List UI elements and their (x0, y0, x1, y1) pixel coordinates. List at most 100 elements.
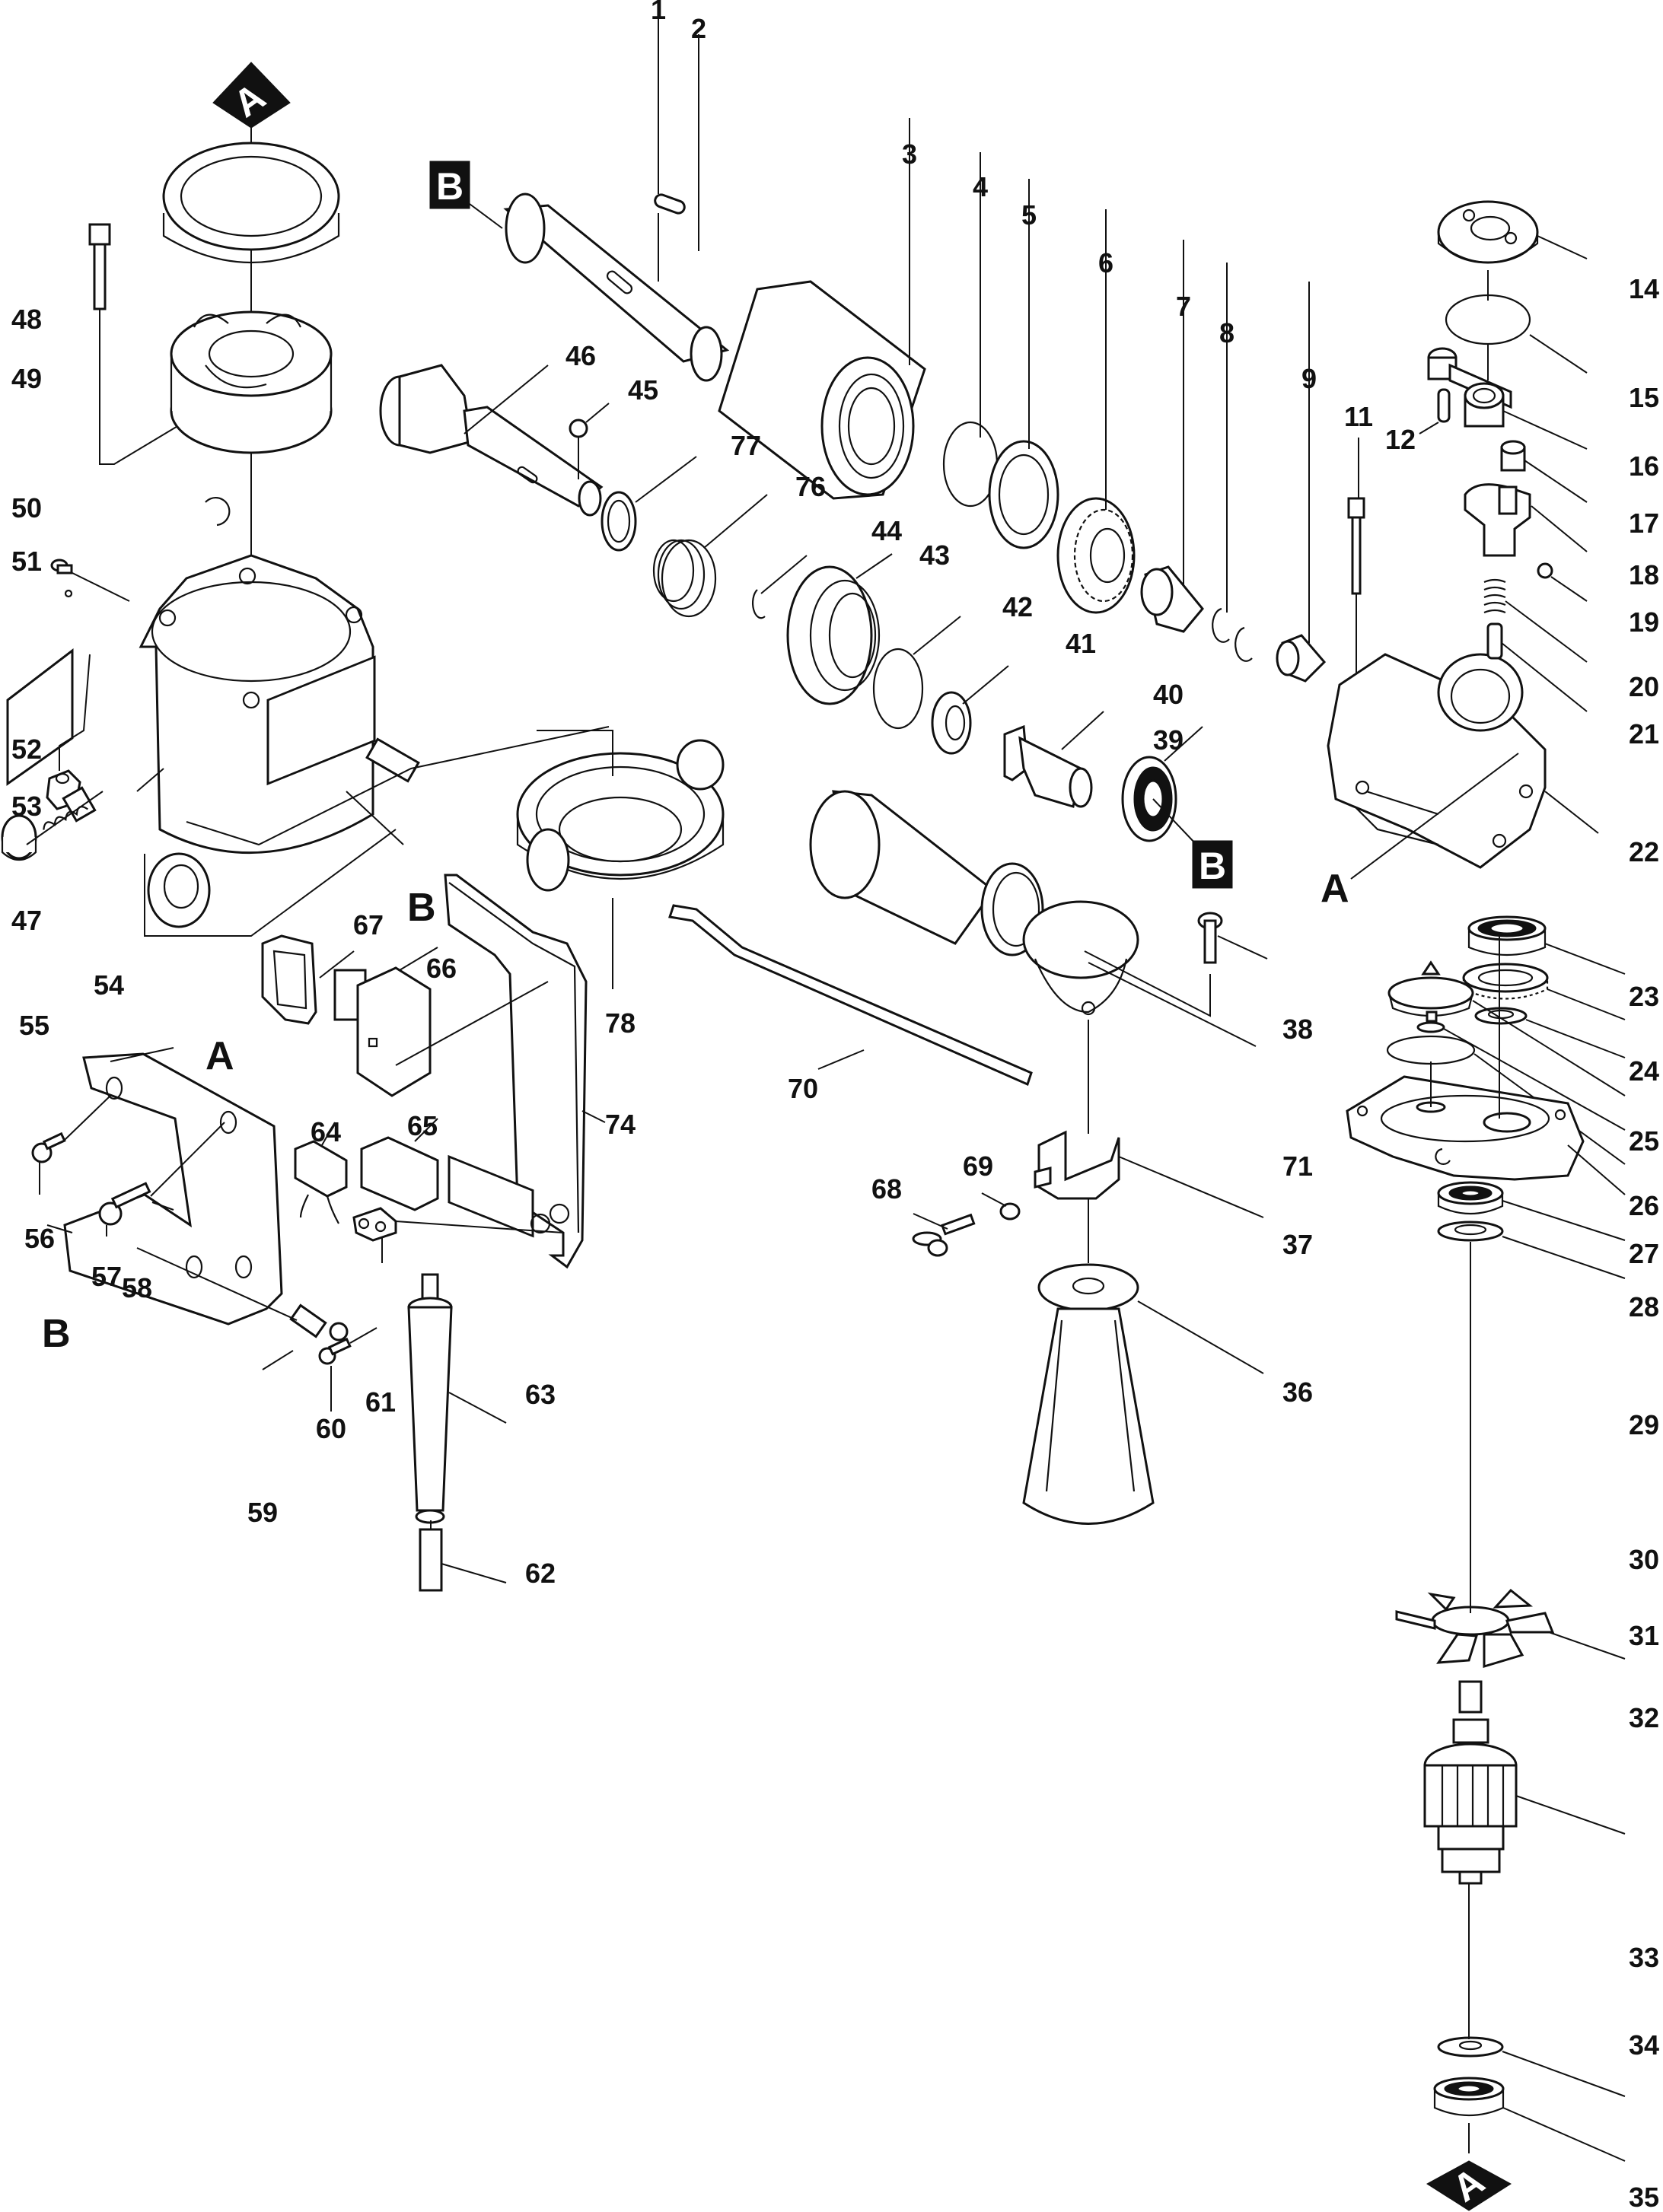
part-16-crank[interactable] (1427, 347, 1512, 428)
callout-37: 37 (1282, 1229, 1313, 1260)
part-56-screw[interactable] (31, 1131, 66, 1163)
part-29-bearing-box[interactable] (1346, 1075, 1585, 1181)
part-47-motor-housing[interactable] (139, 554, 376, 928)
part-49-tapping-screw[interactable] (88, 223, 111, 310)
part-70-depth-gauge[interactable] (668, 904, 1033, 1087)
callout-69: 69 (963, 1151, 993, 1182)
callout-22: 22 (1629, 836, 1659, 867)
part-33-armature[interactable] (1423, 1680, 1518, 1885)
callout-48: 48 (11, 304, 42, 335)
part-60-tapping-screw[interactable] (318, 1337, 352, 1365)
part-23-ball-bearing[interactable] (1467, 915, 1547, 956)
part-55-brush-holder-cap[interactable] (1, 814, 37, 861)
part-50-field[interactable] (170, 310, 333, 527)
part-1-key[interactable] (653, 193, 686, 215)
callout-32: 32 (1629, 1702, 1659, 1733)
callout-15: 15 (1629, 382, 1659, 413)
callout-71: 71 (1282, 1151, 1313, 1182)
ref-marker-a-bottom: A (1426, 2159, 1512, 2211)
callout-77: 77 (731, 430, 761, 461)
part-36-side-grip[interactable] (1022, 1263, 1155, 1525)
part-38-carriage-bolt[interactable] (1197, 912, 1223, 964)
callout-59: 59 (247, 1497, 278, 1528)
part-57-tapping-screw[interactable] (98, 1182, 151, 1226)
part-48-baffle-plate[interactable] (162, 142, 340, 263)
callout-63: 63 (525, 1379, 556, 1410)
part-3-barrel[interactable] (718, 280, 926, 500)
callout-52: 52 (11, 734, 42, 765)
part-32-fan[interactable] (1395, 1588, 1555, 1669)
part-7-bushing[interactable] (1140, 565, 1204, 633)
callout-2: 2 (691, 13, 706, 44)
part-66-switch[interactable] (333, 966, 432, 1097)
part-71-band[interactable] (1022, 900, 1139, 1016)
diamond-badge-icon (1426, 2160, 1512, 2211)
part-65-sponge[interactable] (360, 1136, 439, 1211)
part-28-o-ring[interactable] (1386, 1035, 1476, 1065)
part-17-needle-bearing[interactable] (1500, 440, 1526, 472)
part-30-ball-bearing[interactable] (1437, 1181, 1504, 1215)
part-12-pin[interactable] (1437, 388, 1451, 423)
part-43-ring[interactable] (786, 565, 881, 705)
part-6-bevel-gear[interactable] (1056, 497, 1136, 614)
callout-31: 31 (1629, 1620, 1659, 1651)
callout-35: 35 (1629, 2182, 1659, 2212)
part-26-spiral-bevel-gear[interactable] (1387, 960, 1474, 1023)
part-74-handle[interactable] (444, 874, 588, 1269)
part-5-ring[interactable] (988, 440, 1059, 549)
part-21-pin[interactable] (1486, 622, 1503, 660)
part-76-compression-spring[interactable] (652, 539, 717, 618)
part-2-tool-holder[interactable] (503, 193, 730, 382)
part-62-cord[interactable] (419, 1528, 443, 1592)
part-19-steel-ball[interactable] (1537, 562, 1553, 579)
part-61-strain-relief[interactable] (352, 1207, 397, 1242)
callout-61: 61 (365, 1386, 396, 1418)
part-42-o-ring[interactable] (872, 648, 924, 730)
callout-29: 29 (1629, 1409, 1659, 1440)
part-58-handle-cover[interactable] (63, 1052, 283, 1326)
part-63-cord-guard[interactable] (407, 1273, 453, 1524)
part-44-ring-spring[interactable] (751, 589, 766, 619)
part-45-steel-ball[interactable] (569, 419, 588, 438)
part-9-sleeve[interactable] (1276, 634, 1327, 683)
part-68-wing-bolt[interactable] (912, 1213, 976, 1257)
part-pin-sleeve (365, 737, 420, 783)
ref-label-b-handle: B (42, 1312, 71, 1356)
ref-label-b-motor-housing: B (407, 886, 436, 930)
callout-25: 25 (1629, 1125, 1659, 1157)
part-20-compression-spring[interactable] (1483, 578, 1506, 614)
part-8-ring-spring[interactable] (1212, 607, 1253, 662)
part-41-bearing[interactable] (931, 691, 972, 755)
part-31-insulation-washer[interactable] (1437, 1221, 1504, 1242)
part-34-insulation-washer[interactable] (1437, 2036, 1504, 2058)
part-78-handle-base[interactable] (516, 739, 725, 892)
part-67-switch-lever[interactable] (261, 934, 317, 1025)
part-25-flat-washer[interactable] (1474, 1007, 1528, 1025)
callout-58: 58 (122, 1272, 152, 1303)
callout-46: 46 (565, 340, 596, 371)
part-54-carbon-brush[interactable] (41, 786, 97, 830)
part-22-gear-housing[interactable] (1327, 653, 1547, 869)
part-15-o-ring[interactable] (1445, 294, 1531, 345)
part-64-noise-suppressor[interactable] (294, 1140, 348, 1224)
part-14-cap[interactable] (1437, 200, 1539, 264)
callout-70: 70 (788, 1073, 818, 1104)
callout-56: 56 (24, 1223, 55, 1254)
part-37-grip-base[interactable] (1034, 1130, 1120, 1200)
part-24-helical-gear[interactable] (1462, 963, 1549, 1000)
part-59-tapping-screw[interactable] (289, 1303, 349, 1342)
ref-label-a-gear-housing: A (1321, 867, 1349, 911)
part-11-hex-socket-bolt[interactable] (1347, 497, 1365, 595)
part-18-change-lever[interactable] (1464, 483, 1531, 557)
part-35-ball-bearing[interactable] (1433, 2077, 1505, 2117)
callout-19: 19 (1629, 606, 1659, 638)
callout-51: 51 (11, 546, 42, 577)
callout-26: 26 (1629, 1190, 1659, 1221)
part-51-rivet[interactable] (50, 559, 73, 574)
part-69-washer[interactable] (999, 1202, 1021, 1221)
part-40-piston[interactable] (1003, 724, 1093, 808)
part-77-o-ring[interactable] (601, 491, 637, 552)
part-39-ball-bearing[interactable] (1121, 756, 1177, 842)
part-27-flat-washer[interactable] (1416, 1021, 1445, 1033)
part-46-striker[interactable] (379, 364, 604, 517)
